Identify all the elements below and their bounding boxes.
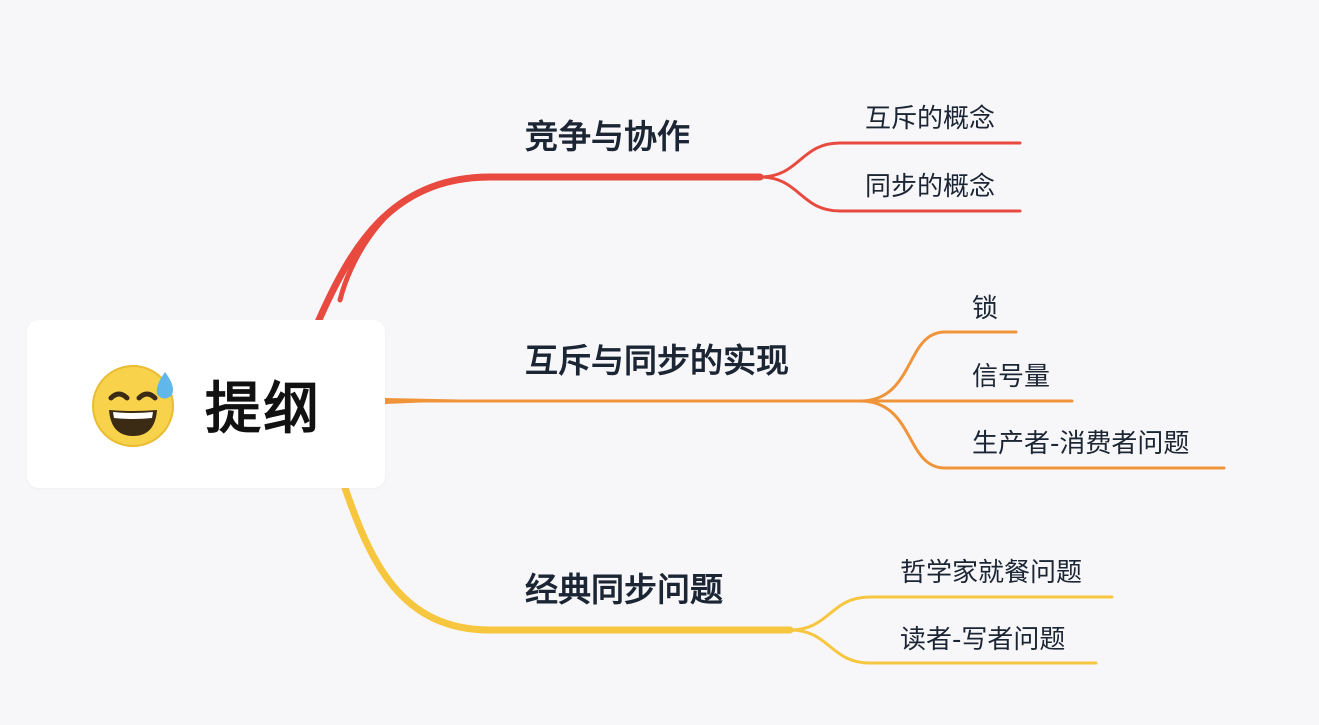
branch-label-competition-cooperation[interactable]: 竞争与协作: [525, 117, 690, 156]
branch-1-child-1-link: [758, 141, 1022, 179]
sweat-smile-emoji-icon: [91, 360, 179, 448]
root-title: 提纲: [205, 376, 321, 442]
branch-1-main-link: [314, 173, 764, 326]
branch-1-stem: [337, 189, 423, 303]
branch-3-child-2-link: [788, 628, 1098, 665]
branch-2-child-3-link: [858, 399, 1226, 470]
leaf-label-semaphore[interactable]: 信号量: [972, 362, 1051, 392]
leaf-label-mutex-concept[interactable]: 互斥的概念: [865, 104, 996, 134]
branch-3-child-1-link: [788, 595, 1114, 632]
leaf-label-dining-philosophers[interactable]: 哲学家就餐问题: [900, 558, 1083, 588]
branch-label-mutex-sync-implementation[interactable]: 互斥与同步的实现: [525, 341, 789, 380]
leaf-label-lock[interactable]: 锁: [972, 294, 999, 324]
branch-2-child-1-link: [858, 330, 1018, 403]
root-node[interactable]: 提纲: [27, 320, 385, 488]
leaf-label-sync-concept[interactable]: 同步的概念: [865, 172, 996, 202]
leaf-label-producer-consumer[interactable]: 生产者-消费者问题: [972, 429, 1190, 459]
leaf-label-readers-writers[interactable]: 读者-写者问题: [900, 625, 1066, 655]
branch-2-root-connector: [385, 398, 485, 404]
branch-1-child-2-link: [758, 175, 1022, 213]
branch-3-main-link: [341, 484, 794, 634]
branch-label-classic-sync-problems[interactable]: 经典同步问题: [525, 570, 723, 609]
